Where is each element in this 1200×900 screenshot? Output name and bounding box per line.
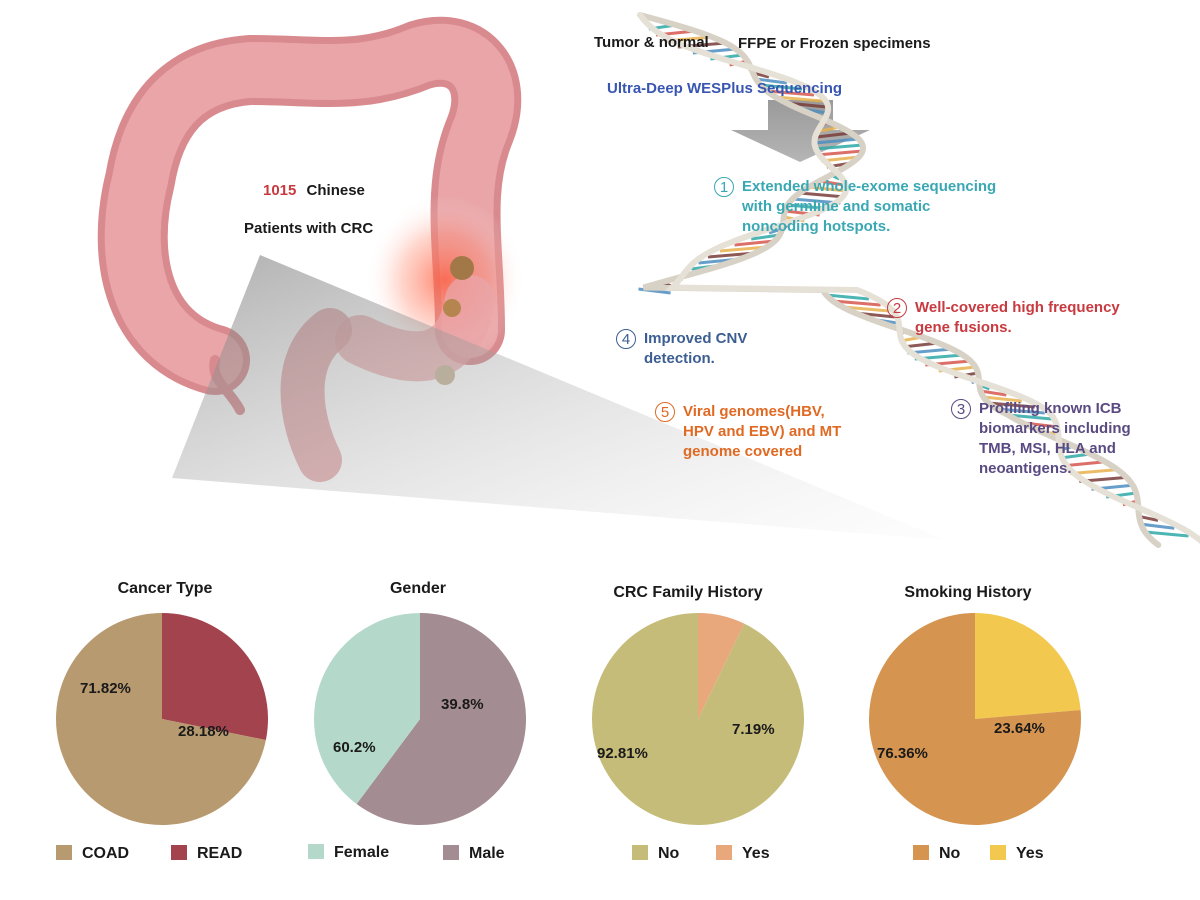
cohort-nationality: Chinese — [306, 182, 365, 199]
cohort-line: 1015 Chinese — [263, 182, 365, 199]
dna-rung — [755, 77, 787, 85]
feature-1-number: 1 — [714, 177, 734, 197]
dna-rung — [816, 131, 852, 139]
dna-rung — [1144, 530, 1189, 538]
feature-3: 3 Profiling known ICB biomarkers includi… — [951, 399, 1171, 479]
legend-smoking-no: No — [913, 845, 960, 863]
dna-rung — [816, 149, 863, 157]
pct-label: 39.8% — [441, 696, 484, 713]
dna-strand — [637, 12, 1162, 548]
dna-rung — [808, 185, 847, 193]
pct-label: 92.81% — [597, 745, 648, 762]
legend-swatch — [443, 845, 459, 860]
pie-chart-smoking-history — [869, 613, 1081, 825]
pct-label: 7.19% — [732, 721, 775, 738]
chart-title-smoking-history: Smoking History — [904, 584, 1032, 601]
legend-swatch — [308, 844, 324, 859]
dna-rung — [775, 95, 823, 103]
legend-read: READ — [171, 845, 242, 863]
dna-rung — [799, 191, 846, 199]
pct-label: 28.18% — [178, 723, 229, 740]
legend-swatch — [990, 845, 1006, 860]
feature-4-number: 4 — [616, 329, 636, 349]
pie-slice-yes — [698, 613, 745, 719]
pct-label: 23.64% — [994, 720, 1045, 737]
legend-label: No — [939, 845, 961, 862]
feature-2: 2 Well-covered high frequency gene fusio… — [887, 298, 1167, 338]
legend-male: Male — [443, 845, 505, 863]
dna-rung — [734, 239, 775, 247]
feature-1: 1 Extended whole-exome sequencing with g… — [714, 177, 1014, 237]
dna-helix — [637, 12, 1200, 548]
feature-5: 5 Viral genomes(HBV, HPV and EBV) and MT… — [655, 402, 860, 462]
feature-2-text: Well-covered high frequency gene fusions… — [915, 299, 1120, 336]
dna-rung — [814, 137, 859, 145]
zoom-wedge — [172, 255, 945, 540]
dna-rung — [1008, 413, 1052, 421]
feature-2-number: 2 — [887, 298, 907, 318]
pct-label: 71.82% — [80, 680, 131, 697]
pie-chart-gender — [314, 613, 526, 825]
dna-rung — [814, 143, 863, 151]
legend-label: COAD — [82, 845, 130, 862]
dna-rung — [980, 389, 1007, 397]
chart-title-gender: Gender — [389, 580, 446, 597]
legend-swatch — [913, 845, 929, 860]
feature-3-number: 3 — [951, 399, 971, 419]
down-arrow — [731, 100, 870, 162]
dna-rung — [1064, 460, 1106, 468]
dna-rung — [832, 299, 881, 307]
pct-label: 76.36% — [877, 745, 928, 762]
legend-label: READ — [197, 845, 243, 862]
legend-swatch — [56, 845, 72, 860]
pie-chart-cancer-type — [56, 613, 268, 825]
legend-smoking-yes: Yes — [990, 845, 1044, 863]
pct-label: 60.2% — [333, 739, 376, 756]
feature-1-text: Extended whole-exome sequencing with ger… — [742, 178, 997, 235]
feature-4-text: Improved CNV detection. — [644, 330, 748, 367]
feature-5-text: Viral genomes(HBV, HPV and EBV) and MT g… — [683, 403, 842, 460]
tumor-normal-label: Tumor & normal — [594, 34, 709, 51]
legend-label: Yes — [1016, 845, 1044, 862]
cohort-count: 1015 — [263, 182, 297, 199]
feature-4: 4 Improved CNV detection. — [616, 329, 796, 369]
dna-rung — [996, 407, 1045, 415]
legend-coad: COAD — [56, 845, 129, 863]
pie-slice-yes — [975, 613, 1081, 719]
pie-chart-family-history — [592, 613, 804, 825]
dna-rung — [826, 293, 870, 301]
specimens-label: FFPE or Frozen specimens — [738, 35, 931, 52]
legend-swatch — [716, 845, 732, 860]
legend-label: Male — [469, 845, 505, 862]
dna-rung — [760, 83, 803, 91]
chart-title-family-history: CRC Family History — [613, 584, 763, 601]
dna-rung — [983, 395, 1023, 403]
legend-label: Yes — [742, 845, 770, 862]
chart-title-cancer-type: Cancer Type — [117, 580, 213, 597]
dna-strand — [637, 12, 1200, 544]
legend-label: Female — [334, 844, 390, 861]
dna-rung — [1140, 522, 1175, 530]
dna-rung — [750, 233, 780, 241]
dna-rung — [766, 89, 815, 97]
pie-slice-read — [162, 613, 268, 741]
feature-5-number: 5 — [655, 402, 675, 422]
legend-family-no: No — [632, 845, 679, 863]
legend-label: No — [658, 845, 680, 862]
feature-3-text: Profiling known ICB biomarkers including… — [979, 400, 1131, 477]
dna-rung — [719, 245, 767, 253]
pie-slice-coad — [56, 613, 266, 825]
cohort-patients: Patients with CRC — [244, 220, 374, 237]
dna-rung — [988, 401, 1035, 409]
pie-slice-no — [592, 613, 804, 825]
legend-swatch — [632, 845, 648, 860]
pie-slice-no — [869, 613, 1081, 825]
pie-slice-male — [356, 613, 526, 825]
pie-slice-female — [314, 613, 420, 804]
legend-family-yes: Yes — [716, 845, 770, 863]
sequencing-label: Ultra-Deep WESPlus Sequencing — [607, 80, 843, 97]
legend-swatch — [171, 845, 187, 860]
legend-female: Female — [308, 844, 389, 862]
